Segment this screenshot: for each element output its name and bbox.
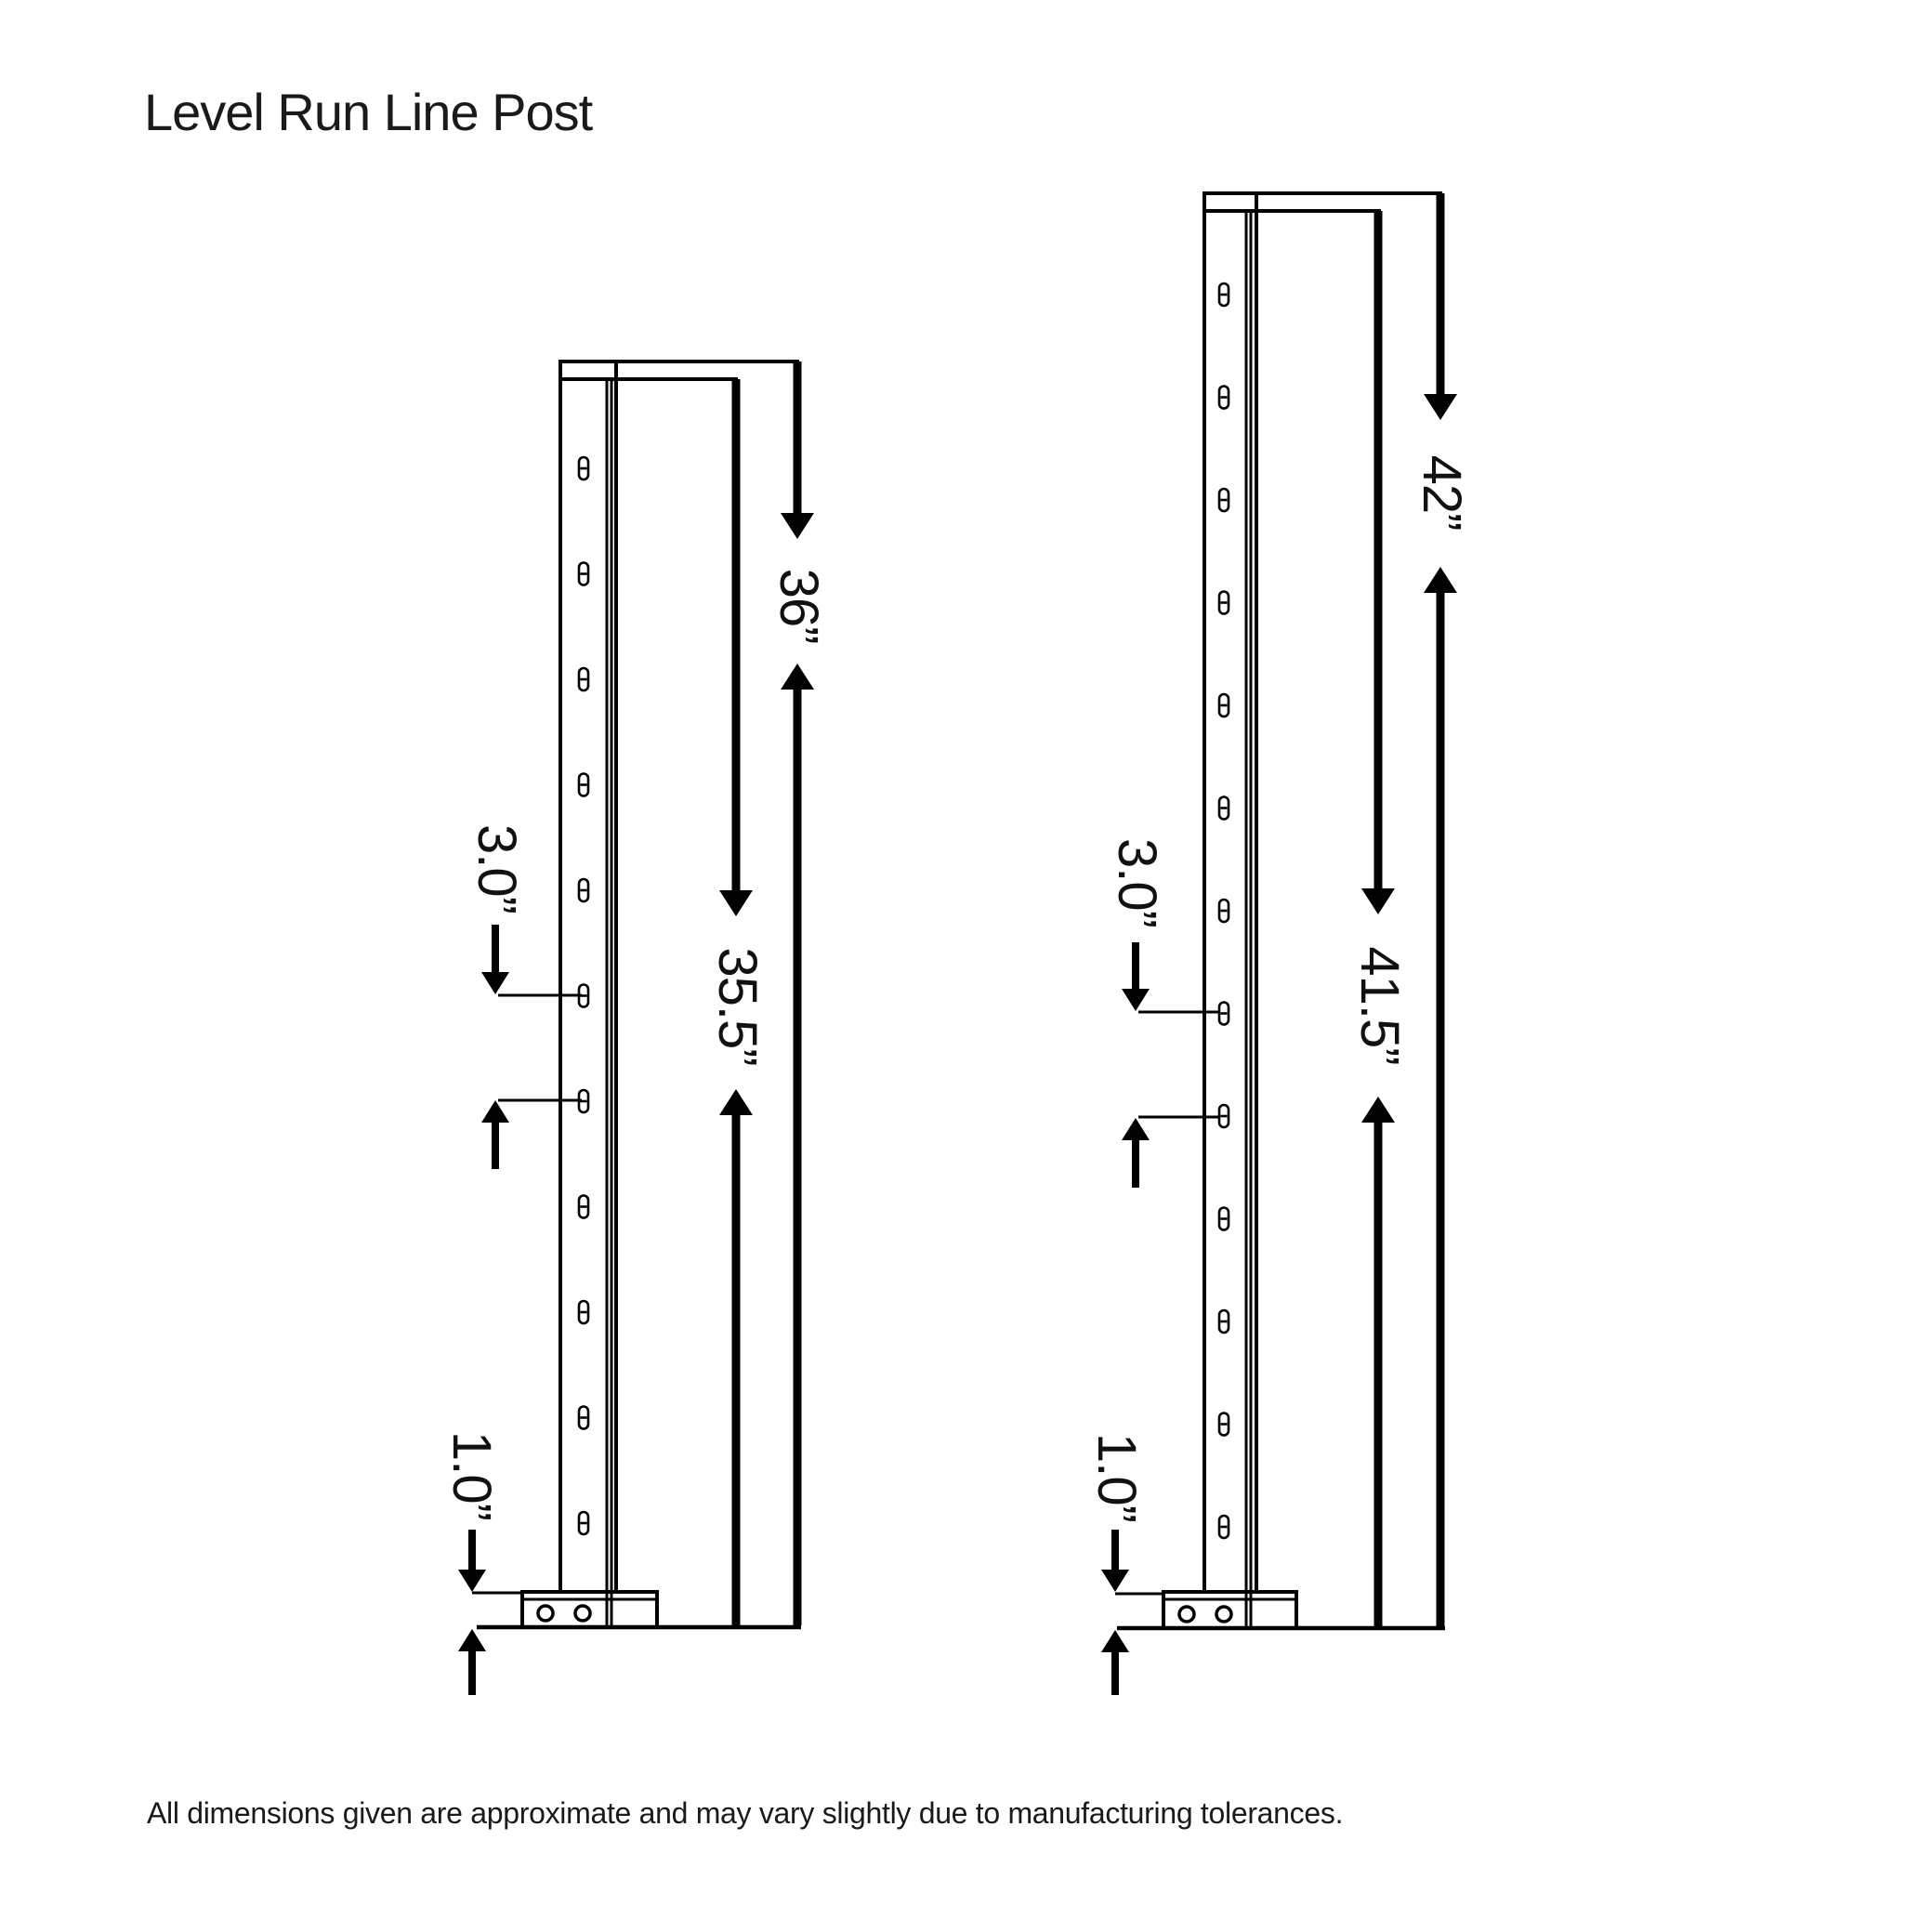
cable-slot xyxy=(1217,692,1230,718)
post-36-drawing: 36” 35.5” 3.0” 1.0” xyxy=(441,360,829,1695)
arrowhead-up-icon xyxy=(719,1089,753,1115)
cable-slot xyxy=(1217,1001,1230,1026)
post-cap-42 xyxy=(1203,191,1258,213)
dimension-overall-42: 42” xyxy=(1412,193,1472,1626)
cable-slot xyxy=(1217,590,1230,615)
dimension-slot-spacing-right: 3.0” xyxy=(1107,838,1167,1188)
cable-slot xyxy=(1217,1308,1230,1334)
cable-slot xyxy=(577,561,590,586)
arrowhead-down-icon xyxy=(719,890,753,916)
arrowhead-up-icon xyxy=(458,1629,486,1651)
dimension-post-height-35-5: 35.5” xyxy=(707,379,768,1625)
cable-slot xyxy=(1217,385,1230,410)
post-42-drawing: 42” 41.5” 3.0” 1.0” xyxy=(1086,191,1472,1695)
cable-slot xyxy=(1217,1412,1230,1437)
base-plate-hole xyxy=(1215,1605,1233,1623)
arrowhead-up-icon xyxy=(1361,1097,1395,1123)
slot-column-42 xyxy=(1217,282,1230,1540)
dim-label-35-5: 35.5” xyxy=(707,947,768,1065)
dim-label-3-0: 3.0” xyxy=(1107,838,1167,927)
arrowhead-up-icon xyxy=(1122,1118,1150,1140)
cable-slot xyxy=(577,1194,590,1219)
dimension-base-clearance-right: 1.0” xyxy=(1086,1433,1163,1695)
arrowhead-up-icon xyxy=(1101,1630,1129,1652)
cable-slot xyxy=(577,666,590,692)
dim-label-36: 36” xyxy=(769,569,829,644)
base-plate-hole xyxy=(536,1604,555,1623)
cable-slot xyxy=(1217,795,1230,821)
cable-slot xyxy=(1217,1103,1230,1129)
base-plate-hole xyxy=(1177,1605,1196,1623)
post-body-42 xyxy=(1203,209,1258,1594)
page-title: Level Run Line Post xyxy=(144,83,594,141)
cable-slot xyxy=(1217,898,1230,924)
cable-slot xyxy=(577,455,590,481)
arrowhead-down-icon xyxy=(481,972,509,994)
cable-slot xyxy=(1217,1514,1230,1540)
arrowhead-up-icon xyxy=(1424,567,1457,593)
base-plate-hole xyxy=(573,1604,592,1623)
arrowhead-down-icon xyxy=(781,513,814,539)
dim-label-3-0: 3.0” xyxy=(467,824,527,913)
cable-slot xyxy=(1217,282,1230,308)
cable-slot xyxy=(577,1405,590,1430)
arrowhead-up-icon xyxy=(481,1100,509,1123)
cable-slot xyxy=(1217,487,1230,513)
arrowhead-down-icon xyxy=(1361,888,1395,914)
arrowhead-down-icon xyxy=(458,1570,486,1592)
tolerance-note: All dimensions given are approximate and… xyxy=(147,1796,1343,1830)
cable-slot xyxy=(577,1299,590,1325)
cable-slot xyxy=(577,1510,590,1536)
arrowhead-up-icon xyxy=(781,664,814,690)
cable-slot xyxy=(577,877,590,903)
dimension-overall-36: 36” xyxy=(769,361,829,1625)
arrowhead-down-icon xyxy=(1101,1570,1129,1592)
cable-slot xyxy=(1217,1206,1230,1231)
dimension-slot-spacing-left: 3.0” xyxy=(467,824,527,1169)
arrowhead-down-icon xyxy=(1122,989,1150,1011)
dimension-post-height-41-5: 41.5” xyxy=(1349,211,1410,1626)
arrowhead-down-icon xyxy=(1424,394,1457,420)
dim-label-41-5: 41.5” xyxy=(1349,946,1410,1064)
dimension-base-clearance-left: 1.0” xyxy=(441,1431,522,1695)
dim-label-42: 42” xyxy=(1412,455,1472,531)
dim-label-1-0: 1.0” xyxy=(441,1431,502,1520)
cable-slot xyxy=(577,772,590,797)
post-cap-36 xyxy=(559,360,618,381)
dim-label-1-0: 1.0” xyxy=(1086,1433,1147,1522)
